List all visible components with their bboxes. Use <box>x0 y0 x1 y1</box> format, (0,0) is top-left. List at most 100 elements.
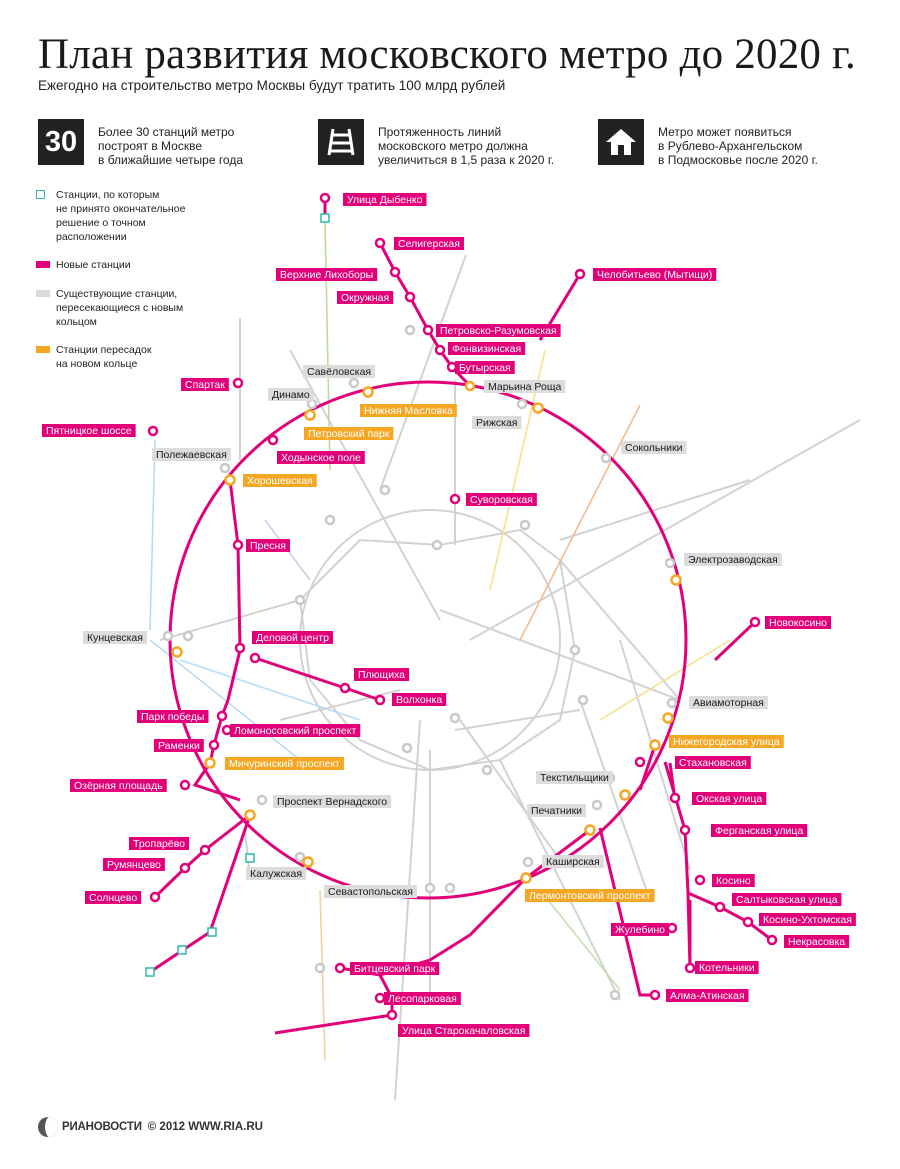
station-name: Стахановская <box>679 757 747 769</box>
station-label-new: Суворовская <box>466 493 537 506</box>
station-label-new: Пятницкое шоссе <box>42 424 136 437</box>
station-label-new: Тропарёво <box>129 837 190 850</box>
station-name: Окская улица <box>696 793 762 805</box>
station-name: Хорошевская <box>247 475 313 487</box>
station-label-new: Верхние Лихоборы <box>276 268 378 281</box>
station-label-new: Солнцево <box>85 891 142 904</box>
fact-1-text: Более 30 станций метро построят в Москве… <box>98 125 244 167</box>
legend-transfer: Станции пересадок на новом кольце <box>36 343 151 371</box>
station-label-new: Парк победы <box>137 710 209 723</box>
station-label-new: Плющиха <box>354 668 410 681</box>
ria-logo-text: РИАНОВОСТИ <box>62 1121 142 1133</box>
copyright: © 2012 WWW.RIA.RU <box>147 1121 263 1133</box>
station-label-bg <box>343 193 427 206</box>
station-name: Ходынское поле <box>281 452 361 464</box>
station-name: Верхние Лихоборы <box>280 269 373 281</box>
station-label-transfer: Нижняя Масловка <box>360 404 457 417</box>
station-label-existing: Печатники <box>527 804 587 817</box>
legend-new: Новые станции <box>36 258 131 272</box>
number-30-icon: 30 <box>38 119 84 165</box>
station-name: Авиамоторная <box>693 697 764 709</box>
station-name: Озёрная площадь <box>74 780 163 792</box>
station-label-existing: Текстильщики <box>536 771 613 784</box>
station-name: Динамо <box>272 389 310 401</box>
station-name: Жулебино <box>615 924 665 936</box>
undecided-square-icon <box>36 190 45 199</box>
station-label-bg <box>103 858 165 871</box>
station-name: Косино <box>716 875 751 887</box>
station-name: Раменки <box>158 740 200 752</box>
station-label-bg <box>611 923 669 936</box>
fact-3-text: Метро может появиться в Рублево-Архангел… <box>658 125 818 167</box>
station-label-bg <box>277 451 365 464</box>
station-label-bg <box>246 867 307 880</box>
station-label-bg <box>621 441 687 454</box>
station-label-bg <box>83 631 147 644</box>
station-name: Салтыковская улица <box>736 894 838 906</box>
station-label-bg <box>732 893 842 906</box>
ria-logo-icon <box>38 1117 58 1137</box>
station-label-existing: Марьина Роща <box>484 380 566 393</box>
station-label-existing: Савёловская <box>303 365 376 378</box>
station-label-new: Селигерская <box>394 237 464 250</box>
station-name: Котельники <box>699 962 755 974</box>
station-label-bg <box>484 380 566 393</box>
house-icon <box>598 119 644 165</box>
station-name: Севастопольская <box>328 886 413 898</box>
station-label-new: Салтыковская улица <box>732 893 842 906</box>
station-name: Ферганская улица <box>715 825 803 837</box>
station-label-bg <box>276 268 378 281</box>
station-label-new: Ферганская улица <box>711 824 808 837</box>
station-label-bg <box>666 989 749 1002</box>
station-name: Нижняя Масловка <box>364 405 453 417</box>
station-label-existing: Проспект Вернадского <box>273 795 392 808</box>
station-label-existing: Калужская <box>246 867 307 880</box>
station-label-new: Новокосино <box>765 616 832 629</box>
station-name: Текстильщики <box>540 772 609 784</box>
station-label-new: Окружная <box>337 291 394 304</box>
station-name: Парк победы <box>141 711 204 723</box>
station-label-new: Котельники <box>695 961 759 974</box>
station-label-bg <box>273 795 392 808</box>
station-label-bg <box>784 935 850 948</box>
station-name: Улица Дыбенко <box>347 194 423 206</box>
station-name: Каширская <box>546 856 600 868</box>
station-label-new: Косино <box>712 874 755 887</box>
station-label-bg <box>669 735 784 748</box>
station-label-bg <box>304 427 394 440</box>
station-label-existing: Полежаевская <box>152 448 231 461</box>
station-label-new: Бутырская <box>455 361 515 374</box>
station-label-new: Некрасовка <box>784 935 850 948</box>
station-label-bg <box>384 992 461 1005</box>
station-label-bg <box>303 365 376 378</box>
station-label-existing: Севастопольская <box>324 885 417 898</box>
station-name: Электрозаводская <box>688 554 778 566</box>
station-label-bg <box>525 889 655 902</box>
station-label-bg <box>712 874 755 887</box>
station-label-bg <box>268 388 314 401</box>
station-label-bg <box>448 342 526 355</box>
station-name: Рижская <box>476 417 518 429</box>
station-name: Пятницкое шоссе <box>46 425 132 437</box>
station-label-bg <box>392 693 447 706</box>
station-label-bg <box>695 961 759 974</box>
station-name: Волхонка <box>396 694 442 706</box>
station-name: Савёловская <box>307 366 371 378</box>
station-label-bg <box>436 324 561 337</box>
station-name: Калужская <box>250 868 302 880</box>
station-label-existing: Кунцевская <box>83 631 147 644</box>
station-label-bg <box>246 539 290 552</box>
transfer-station-swatch <box>36 346 50 353</box>
station-name: Бутырская <box>459 362 511 374</box>
station-name: Полежаевская <box>156 449 227 461</box>
fact-2-text: Протяженность линий московского метро до… <box>378 125 555 167</box>
station-label-bg <box>394 237 464 250</box>
station-label-new: Косино-Ухтомская <box>759 913 856 926</box>
station-label-bg <box>536 771 613 784</box>
station-label-bg <box>398 1024 530 1037</box>
station-label-bg <box>360 404 457 417</box>
transfer-stations <box>171 386 682 884</box>
station-label-bg <box>152 448 231 461</box>
station-name: Челобитьево (Мытищи) <box>597 269 712 281</box>
